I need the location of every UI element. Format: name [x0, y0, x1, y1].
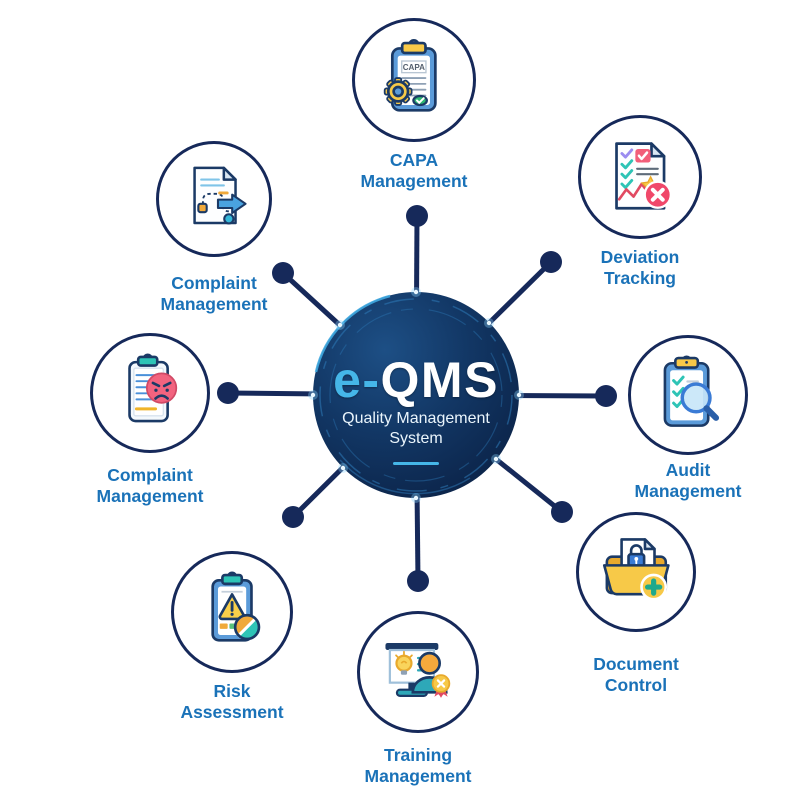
- node-complaint-management-top-left: Complaint Management: [129, 141, 299, 315]
- risk-icon-circle: [171, 551, 293, 673]
- node-deviation-tracking: Deviation Tracking: [555, 115, 725, 289]
- node-complaint-management-left: Complaint Management: [65, 333, 235, 507]
- node-label-capa-management: CAPA Management: [360, 150, 468, 191]
- document-process-arrow-icon: [193, 166, 247, 225]
- lightbulb-icon: [395, 650, 413, 675]
- training-icon-circle: [357, 611, 479, 733]
- hub-circuit-decoration: [314, 294, 513, 495]
- clipboard-magnifier-icon: [663, 355, 719, 427]
- node-audit-management: Audit Management: [603, 335, 773, 502]
- capa-icon-circle: CAPA: [352, 18, 476, 142]
- gear-icon: [383, 77, 413, 106]
- angry-face-icon: [145, 372, 177, 404]
- spoke-dot-top-right: [540, 251, 562, 273]
- node-label-deviation-tracking: Deviation Tracking: [600, 247, 680, 288]
- node-label-complaint-management-left: Complaint Management: [96, 465, 204, 506]
- node-training-management: Training Management: [333, 611, 503, 787]
- clipboard-angry-face-icon: [127, 353, 177, 423]
- spoke-dot-right: [595, 385, 617, 407]
- arrow-right-icon: [217, 193, 247, 215]
- spoke-dot-bottom: [407, 570, 429, 592]
- node-label-training-management: Training Management: [364, 745, 472, 786]
- deviation-icon-circle: [578, 115, 702, 239]
- spoke-dot-top: [406, 205, 428, 227]
- presentation-trainer-icon: [385, 642, 451, 698]
- folder-lock-plus-icon: [602, 537, 670, 601]
- spoke-dot-top-left: [272, 262, 294, 284]
- node-label-complaint-management-top-left: Complaint Management: [160, 273, 268, 314]
- checklist-error-icon: [615, 142, 673, 210]
- audit-icon-circle: [628, 335, 748, 455]
- node-document-control: Document Control: [551, 512, 721, 696]
- hub-circle: [313, 292, 519, 498]
- node-risk-assessment: Risk Assessment: [147, 551, 317, 723]
- document-icon-circle: [576, 512, 696, 632]
- node-label-audit-management: Audit Management: [634, 460, 742, 501]
- clipboard-gear-icon: CAPA: [383, 39, 437, 112]
- certificate-badge-icon: [431, 674, 451, 698]
- spoke-dot-bottom-right: [551, 501, 573, 523]
- complaint-flow-icon-circle: [156, 141, 272, 257]
- add-badge-icon: [639, 573, 667, 601]
- node-label-risk-assessment: Risk Assessment: [180, 681, 284, 722]
- spoke-dots: [217, 205, 617, 592]
- complaint-icon-circle: [90, 333, 210, 453]
- spoke-dot-bottom-left: [282, 506, 304, 528]
- clipboard-warning-icon: [211, 571, 261, 642]
- rim-sparkles: [308, 287, 524, 503]
- capa-icon-text: CAPA: [403, 63, 425, 72]
- magnifier-icon: [680, 382, 719, 421]
- node-capa-management: CAPA CAPA Management: [329, 18, 499, 192]
- pie-chart-badge-icon: [233, 613, 261, 641]
- node-label-document-control: Document Control: [593, 654, 679, 695]
- spoke-dot-left: [217, 382, 239, 404]
